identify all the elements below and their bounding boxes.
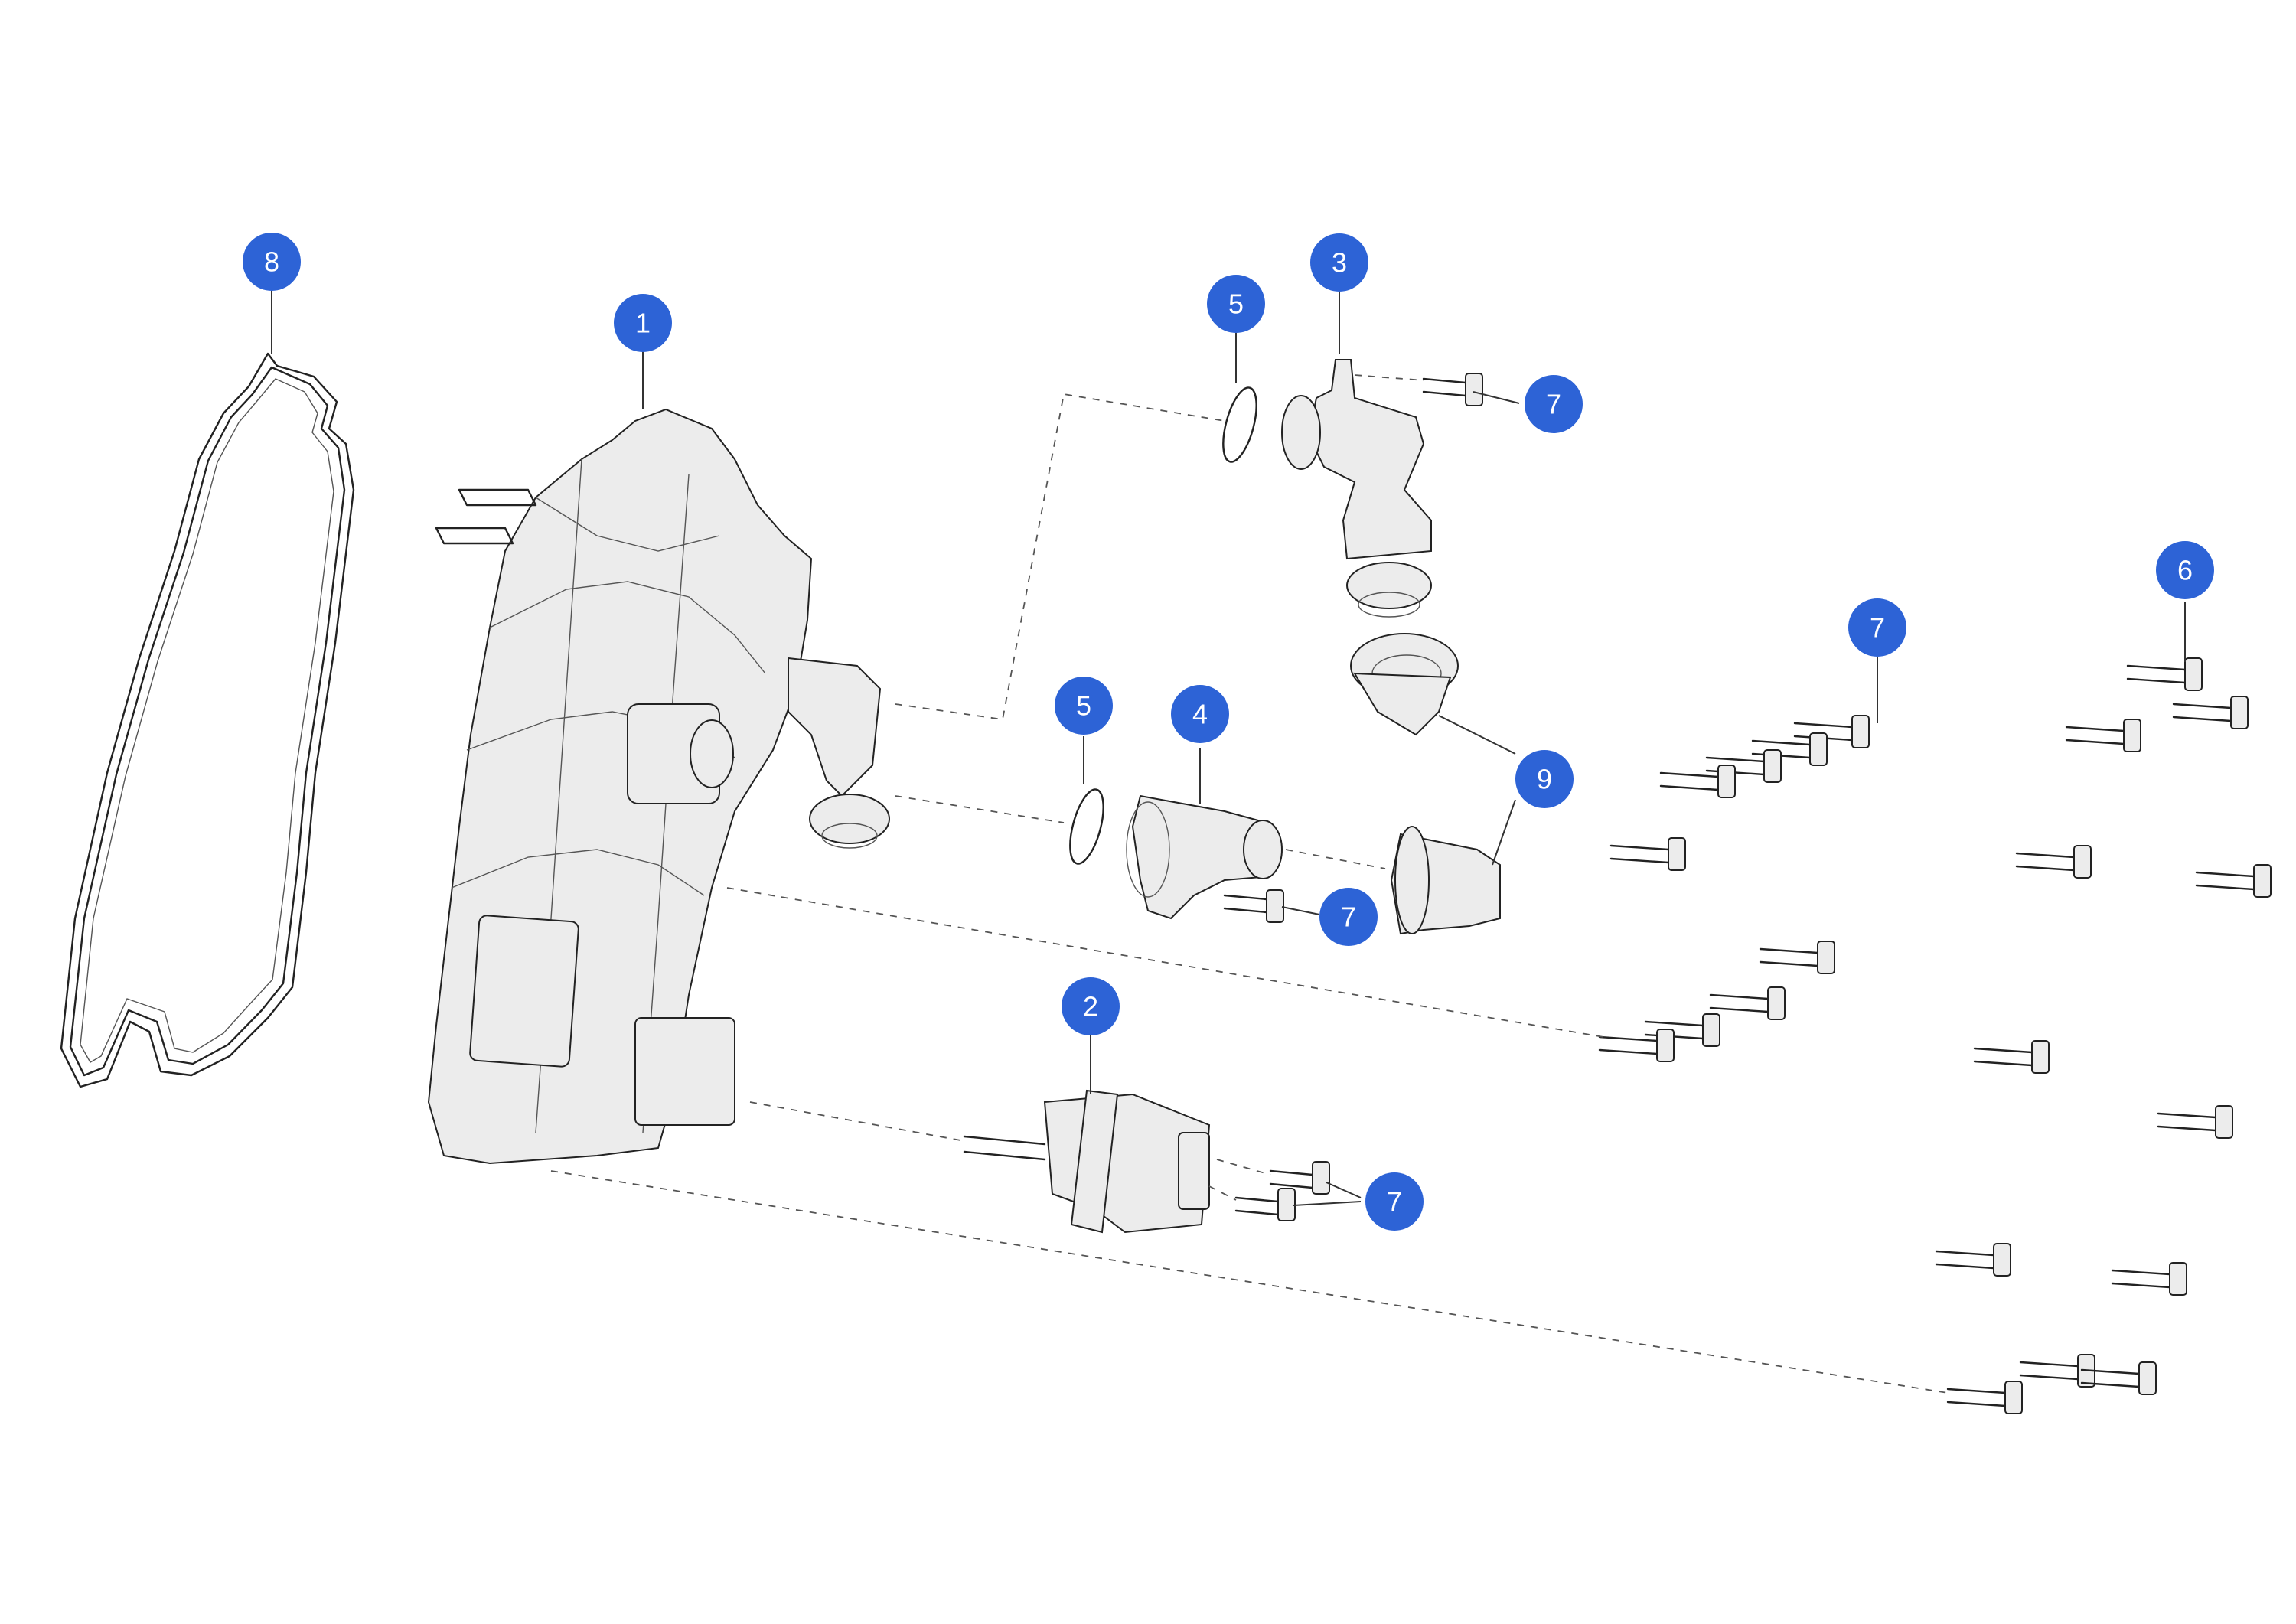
callout-4-label: 4 — [1192, 699, 1208, 730]
callout-7-mid: 7 — [1319, 888, 1378, 946]
callout-7-mid-label: 7 — [1341, 902, 1356, 933]
callout-6-label: 6 — [2177, 555, 2193, 586]
callout-6: 6 — [2156, 541, 2214, 599]
callout-7-top-label: 7 — [1546, 389, 1561, 420]
callout-4: 4 — [1171, 685, 1229, 743]
callout-7-top: 7 — [1525, 375, 1583, 433]
plug-part — [1350, 633, 1501, 935]
callout-5-lower-label: 5 — [1076, 690, 1091, 722]
elbow-fitting-part — [1281, 359, 1432, 618]
callout-7-right: 7 — [1848, 598, 1906, 657]
sensor-part — [963, 1089, 1211, 1234]
callout-2-label: 2 — [1083, 991, 1098, 1022]
callout-5-upper-label: 5 — [1228, 289, 1244, 320]
callout-7-bottom: 7 — [1365, 1172, 1424, 1231]
bolt-group — [1223, 373, 2272, 1414]
housing-part — [427, 408, 890, 1165]
callout-9-label: 9 — [1537, 764, 1552, 795]
callout-5-upper: 5 — [1207, 275, 1265, 333]
coupling-part — [1126, 794, 1283, 920]
callout-8: 8 — [243, 233, 301, 291]
callout-8-label: 8 — [264, 246, 279, 278]
callout-3-label: 3 — [1332, 247, 1347, 279]
callout-5-lower: 5 — [1055, 677, 1113, 735]
callout-1: 1 — [614, 294, 672, 352]
callout-7-right-label: 7 — [1870, 612, 1885, 644]
callout-9: 9 — [1515, 750, 1574, 808]
leader-lines — [271, 289, 2186, 1206]
callout-1-label: 1 — [635, 308, 651, 339]
gasket-part — [60, 352, 355, 1088]
assembly-guide-lines — [550, 374, 1949, 1394]
callout-3: 3 — [1310, 233, 1368, 292]
o-ring-part — [1069, 386, 1257, 865]
callout-7-bottom-label: 7 — [1387, 1186, 1402, 1218]
callout-2: 2 — [1062, 977, 1120, 1035]
